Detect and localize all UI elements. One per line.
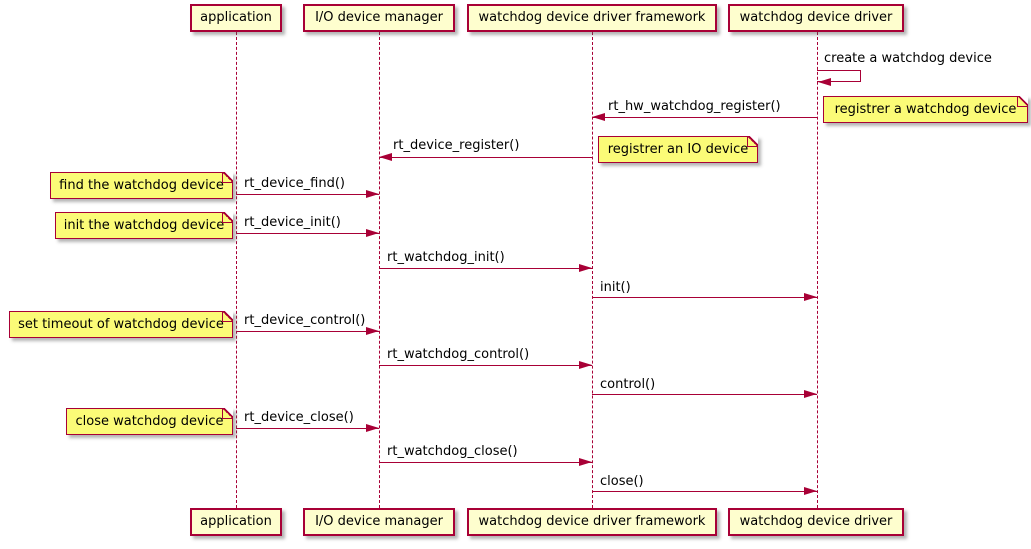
message-label-control: control() — [600, 377, 656, 392]
participant-watchdog-framework-bottom: watchdog device driver framework — [467, 508, 717, 536]
note-fold-icon — [747, 136, 758, 147]
message-arrow — [379, 462, 592, 463]
note-text: find the watchdog device — [59, 178, 224, 193]
message-arrow — [379, 268, 592, 269]
participant-watchdog-driver-top: watchdog device driver — [728, 4, 904, 32]
note-fold-icon — [1017, 96, 1028, 107]
lifeline-io-device-manager — [379, 32, 380, 508]
arrowhead-left-icon — [818, 78, 831, 86]
participant-watchdog-framework-top: watchdog device driver framework — [467, 4, 717, 32]
message-label-rt-device-find: rt_device_find() — [244, 176, 345, 191]
arrowhead-right-icon — [579, 458, 592, 466]
message-arrow — [236, 428, 379, 429]
self-message-arrow — [817, 70, 861, 82]
message-label-rt-watchdog-control: rt_watchdog_control() — [387, 347, 530, 362]
arrowhead-left-icon — [379, 153, 392, 161]
note-text: init the watchdog device — [63, 218, 225, 233]
arrowhead-right-icon — [804, 293, 817, 301]
arrowhead-right-icon — [366, 424, 379, 432]
arrowhead-right-icon — [804, 487, 817, 495]
message-arrow — [592, 491, 817, 492]
message-label-close: close() — [600, 474, 644, 489]
note-text: close watchdog device — [75, 414, 224, 429]
note-init-the-watchdog-device: init the watchdog device — [55, 212, 233, 239]
message-arrow — [592, 297, 817, 298]
message-label-rt-watchdog-init: rt_watchdog_init() — [387, 250, 505, 265]
note-fold-icon — [222, 172, 233, 183]
message-arrow — [379, 157, 592, 158]
note-set-timeout-of-watchdog-device: set timeout of watchdog device — [9, 311, 233, 338]
message-arrow — [379, 365, 592, 366]
arrowhead-right-icon — [366, 229, 379, 237]
note-fold-icon — [222, 408, 233, 419]
arrowhead-right-icon — [579, 264, 592, 272]
arrowhead-right-icon — [366, 190, 379, 198]
note-find-the-watchdog-device: find the watchdog device — [50, 172, 233, 199]
message-arrow — [592, 394, 817, 395]
message-label-init: init() — [600, 280, 631, 295]
lifeline-watchdog-framework — [592, 32, 593, 508]
participant-watchdog-driver-bottom: watchdog device driver — [728, 508, 904, 536]
arrowhead-right-icon — [804, 390, 817, 398]
message-label-rt-device-register: rt_device_register() — [393, 138, 520, 153]
note-close-watchdog-device: close watchdog device — [66, 408, 233, 435]
message-label-create-watchdog-device: create a watchdog device — [824, 51, 992, 66]
message-arrow — [236, 233, 379, 234]
note-fold-icon — [222, 212, 233, 223]
note-fold-icon — [222, 311, 233, 322]
message-arrow — [236, 194, 379, 195]
participant-io-device-manager-top: I/O device manager — [303, 4, 455, 32]
lifeline-watchdog-driver — [817, 32, 818, 508]
message-arrow — [592, 117, 817, 118]
arrowhead-right-icon — [579, 361, 592, 369]
arrowhead-left-icon — [592, 113, 605, 121]
message-label-rt-device-init: rt_device_init() — [244, 215, 341, 230]
participant-application-top: application — [190, 4, 282, 32]
lifeline-application — [236, 32, 237, 508]
message-label-rt-device-close: rt_device_close() — [244, 410, 354, 425]
message-arrow — [236, 331, 379, 332]
message-label-rt-device-control: rt_device_control() — [244, 313, 366, 328]
note-text: registrer an IO device — [607, 142, 749, 157]
message-label-rt-hw-watchdog-register: rt_hw_watchdog_register() — [608, 99, 781, 114]
participant-application-bottom: application — [190, 508, 282, 536]
note-registrer-an-io-device: registrer an IO device — [598, 136, 758, 163]
note-text: registrer a watchdog device — [834, 102, 1017, 117]
arrowhead-right-icon — [366, 327, 379, 335]
message-label-rt-watchdog-close: rt_watchdog_close() — [387, 444, 518, 459]
note-registrer-a-watchdog-device: registrer a watchdog device — [823, 96, 1028, 123]
participant-io-device-manager-bottom: I/O device manager — [303, 508, 455, 536]
note-text: set timeout of watchdog device — [18, 317, 224, 332]
